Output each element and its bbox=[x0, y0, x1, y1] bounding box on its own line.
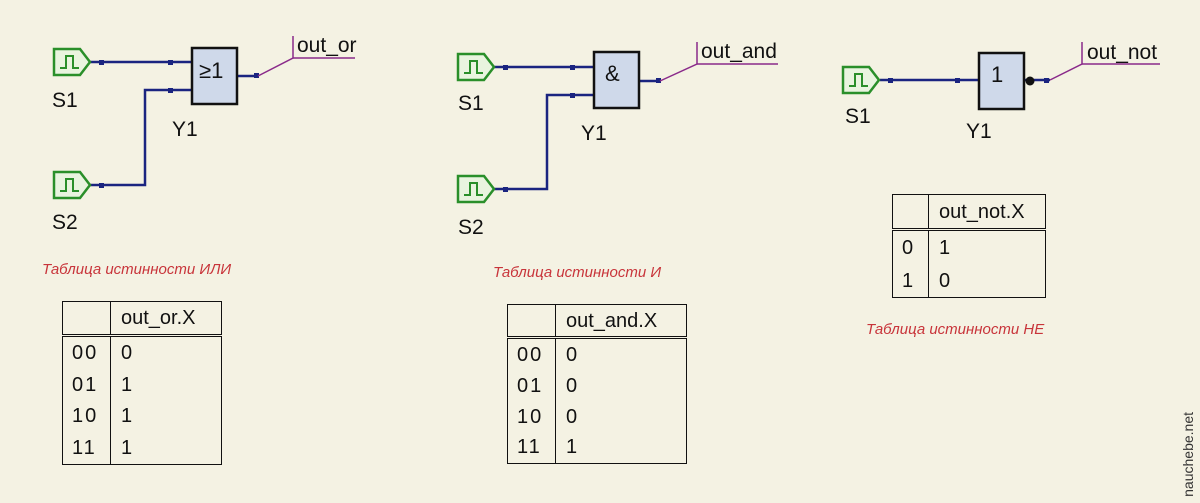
not-table-corner bbox=[892, 194, 929, 232]
table-cell-output: 0 bbox=[566, 374, 578, 397]
table-cell-output: 1 bbox=[121, 405, 133, 428]
not-probe-label: out_not bbox=[1087, 41, 1157, 64]
and-source-s1[interactable] bbox=[456, 52, 496, 82]
table-row: 01 1 bbox=[62, 368, 222, 401]
table-cell-input: 01 bbox=[62, 368, 111, 401]
table-row: 10 1 bbox=[62, 400, 222, 433]
table-cell-output: 0 bbox=[939, 269, 951, 292]
table-cell-input: 10 bbox=[62, 400, 111, 433]
not-gate-symbol: 1 bbox=[991, 62, 1003, 87]
or-gate[interactable] bbox=[190, 46, 239, 106]
and-input-label-s1: S1 bbox=[458, 92, 484, 115]
table-cell-output: 0 bbox=[566, 343, 578, 366]
table-cell-output: 1 bbox=[939, 236, 951, 259]
table-cell-output: 1 bbox=[121, 437, 133, 460]
not-circuit: 1 out_not S1 Y1 bbox=[841, 41, 1160, 143]
not-source-s1[interactable] bbox=[841, 65, 881, 95]
or-table-corner bbox=[62, 301, 111, 337]
table-row: 01 0 bbox=[507, 370, 687, 402]
or-input-label-s1: S1 bbox=[52, 89, 78, 112]
and-probe[interactable] bbox=[659, 42, 778, 82]
and-input-label-s2: S2 bbox=[458, 216, 484, 239]
table-cell-input: 00 bbox=[62, 335, 111, 369]
table-cell-input: 11 bbox=[507, 431, 556, 464]
watermark-text: nauchebe.net bbox=[1180, 412, 1196, 497]
or-table-caption: Таблица истинности ИЛИ bbox=[42, 261, 232, 278]
or-source-s1[interactable] bbox=[52, 47, 92, 77]
and-gate-label: Y1 bbox=[581, 122, 607, 145]
table-cell-input: 11 bbox=[62, 432, 111, 465]
or-input-label-s2: S2 bbox=[52, 211, 78, 234]
and-table-header: out_and.X bbox=[555, 304, 687, 340]
and-table-caption: Таблица истинности И bbox=[493, 264, 662, 281]
not-table-caption: Таблица истинности НЕ bbox=[866, 321, 1045, 338]
not-gate-label: Y1 bbox=[966, 120, 992, 143]
and-circuit: & out_and S1 S2 Y1 bbox=[456, 40, 778, 239]
and-source-s2[interactable] bbox=[456, 174, 496, 204]
table-cell-input: 0 bbox=[892, 229, 929, 265]
or-probe-label: out_or bbox=[297, 34, 357, 57]
table-cell-output: 1 bbox=[121, 373, 133, 396]
table-cell-input: 1 bbox=[892, 264, 929, 298]
or-table-header: out_or.X bbox=[110, 301, 222, 337]
table-cell-output: 0 bbox=[566, 405, 578, 428]
table-row: 10 0 bbox=[507, 401, 687, 432]
not-table-header: out_not.X bbox=[928, 194, 1046, 232]
table-cell-input: 10 bbox=[507, 401, 556, 432]
table-cell-input: 00 bbox=[507, 337, 556, 371]
or-source-s2[interactable] bbox=[52, 170, 92, 200]
not-gate[interactable] bbox=[977, 51, 1026, 111]
not-probe[interactable] bbox=[1049, 42, 1160, 81]
or-gate-symbol: ≥1 bbox=[199, 58, 223, 83]
or-probe[interactable] bbox=[257, 36, 355, 77]
table-cell-output: 0 bbox=[121, 341, 133, 364]
and-probe-label: out_and bbox=[701, 40, 777, 63]
and-table-corner bbox=[507, 304, 556, 340]
and-gate-symbol: & bbox=[605, 61, 620, 86]
or-circuit: ≥1 out_or S1 S2 Y1 bbox=[52, 34, 357, 234]
not-inversion-bubble bbox=[1025, 76, 1035, 86]
table-cell-input: 01 bbox=[507, 370, 556, 402]
table-cell-output: 1 bbox=[566, 436, 578, 459]
not-input-label-s1: S1 bbox=[845, 105, 871, 128]
or-gate-label: Y1 bbox=[172, 118, 198, 141]
and-gate[interactable] bbox=[592, 50, 641, 110]
